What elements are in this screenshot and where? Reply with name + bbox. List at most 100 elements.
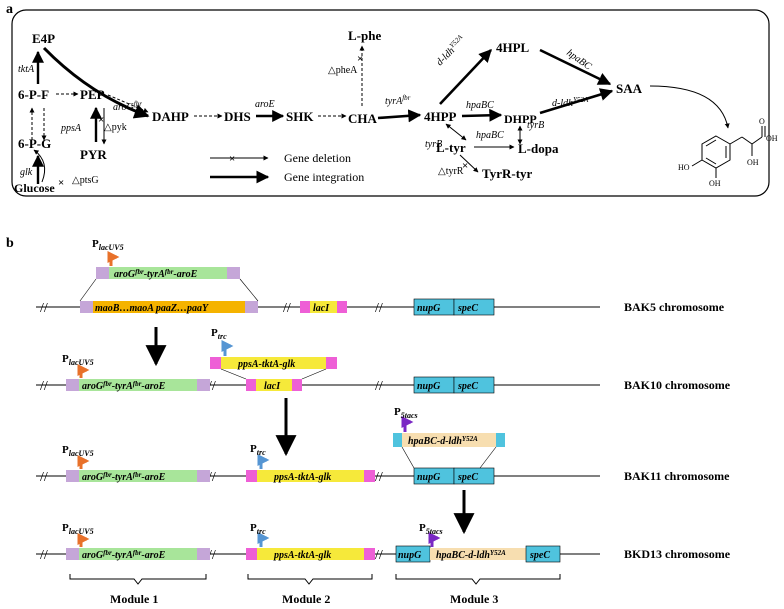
break-mark: // (40, 548, 48, 563)
module-1-label: Module 1 (110, 592, 158, 606)
saa-atom-ho: HO (678, 163, 690, 172)
break-mark: // (40, 301, 48, 316)
nupg-label: nupG (417, 472, 441, 483)
gene-dptsg: △ptsG (72, 175, 99, 186)
pathway-arrows (29, 45, 730, 184)
met-pyr: PYR (80, 147, 107, 162)
brace-module-3 (395, 574, 561, 585)
homology-arm (197, 379, 210, 391)
laci-label: lacI (313, 303, 330, 314)
promoter-arrow (257, 454, 270, 469)
ppsa-cassette-label: ppsA-tktA-glk (273, 550, 331, 561)
promoter-label: Ptrc (250, 443, 266, 457)
crossover-line (301, 368, 327, 380)
promoter-label: PlacUV5 (92, 238, 124, 252)
ppsa-cassette (257, 548, 364, 560)
met-cha: CHA (348, 111, 378, 126)
met-lphe: L-phe (348, 28, 381, 43)
row-bak11: // // // aroGfbr-tyrAfbr-aroE PlacUV5 pp… (36, 406, 730, 485)
homology-arm (66, 470, 79, 482)
break-mark: // (40, 470, 48, 485)
crossover-line (220, 368, 247, 380)
promoter-arrow (77, 364, 90, 378)
deletion-marks: × × × × (58, 53, 468, 189)
module-2-label: Module 2 (282, 592, 330, 606)
break-mark: // (375, 301, 383, 316)
met-4hpl: 4HPL (496, 40, 530, 55)
panel-b-label: b (6, 236, 14, 251)
spec-gene (453, 467, 495, 485)
arrow-dhpp-saa (539, 88, 614, 115)
cross-tyrr: × (462, 160, 468, 172)
panel-a-frame (11, 9, 770, 197)
laci-label: lacI (264, 381, 281, 392)
spec-label: speC (457, 303, 478, 314)
homology-arm (210, 357, 221, 369)
promoter-label: P5tacs (394, 406, 418, 420)
legend-deletion-cross: × (229, 153, 235, 165)
row-bak5: // // // maoB…maoA paaZ…paaY lacI nupG s… (36, 238, 725, 316)
crossover-line (401, 446, 415, 469)
saa-atom-o: O (759, 117, 765, 126)
cross-phea: × (357, 53, 363, 65)
promoter-label: P5tacs (419, 522, 443, 536)
arrow-4hpp-dhpp (461, 108, 503, 122)
saa-ch2-bond (729, 136, 743, 145)
gene-tyra: tyrAfbr (385, 94, 411, 107)
aro-cassette (79, 379, 197, 391)
homology-arm (96, 267, 109, 279)
homology-arm (246, 379, 256, 391)
legend-deletion-label: Gene deletion (284, 151, 351, 165)
strain-label: BAK10 chromosome (624, 378, 731, 392)
arrow-glucose-ptsg (33, 149, 46, 183)
saa-atom-oh1: OH (766, 134, 778, 143)
brace-module-1 (69, 574, 207, 585)
legend-integration-label: Gene integration (284, 170, 364, 184)
met-e4p: E4P (32, 31, 55, 46)
spec-label: speC (457, 381, 478, 392)
saa-ch-bond (741, 136, 753, 145)
homology-arm (246, 548, 257, 560)
met-6pg: 6-P-G (18, 136, 51, 151)
aro-cassette (109, 267, 227, 279)
nupg-label: nupG (417, 303, 441, 314)
homology-arm (246, 470, 257, 482)
met-saa: SAA (616, 81, 643, 96)
promoter-label: PlacUV5 (62, 444, 94, 458)
row-bkd13: // // // aroGfbr-tyrAfbr-aroE PlacUV5 pp… (36, 522, 731, 563)
met-ldopa: L-dopa (518, 141, 559, 156)
gene-tyrb-2: tyrB (527, 120, 544, 131)
promoter-label: Ptrc (211, 327, 227, 341)
gene-dldh-1: d-ldhY52A (433, 33, 468, 68)
break-mark: // (283, 301, 291, 316)
saa-structure (691, 126, 766, 178)
met-6pf: 6-P-F (18, 87, 49, 102)
aro-cassette (79, 548, 197, 560)
break-mark: // (208, 379, 216, 394)
homology-arm (292, 379, 302, 391)
spec-label: speC (457, 472, 478, 483)
mao-paa-label: maoB…maoA paaZ…paaY (95, 303, 209, 314)
promoter-label: PlacUV5 (62, 353, 94, 367)
aro-cassette-label: aroGfbr-tyrAfbr-aroE (82, 380, 166, 392)
arrow-4hpl-saa (539, 48, 612, 86)
homology-arm (496, 433, 505, 447)
break-mark: // (40, 379, 48, 394)
arrow-saa-structure (649, 85, 730, 129)
met-dahp: DAHP (152, 109, 189, 124)
strain-label: BAK11 chromosome (624, 469, 730, 483)
ppsa-cassette (221, 357, 326, 369)
legend: × Gene deletion Gene integration (210, 151, 364, 184)
spec-gene (453, 376, 495, 394)
gene-aroe: aroE (255, 99, 275, 110)
aro-cassette (79, 470, 197, 482)
promoter-arrow (401, 416, 414, 432)
promoter-arrow (257, 532, 270, 547)
gene-hpabc-2: hpaBC (466, 100, 494, 111)
met-dhs: DHS (224, 109, 251, 124)
homology-arm (66, 379, 79, 391)
arrow-cha-4hpp (377, 109, 422, 123)
homology-arm (364, 548, 375, 560)
nupg-label: nupG (398, 550, 422, 561)
homology-arm (245, 301, 258, 313)
